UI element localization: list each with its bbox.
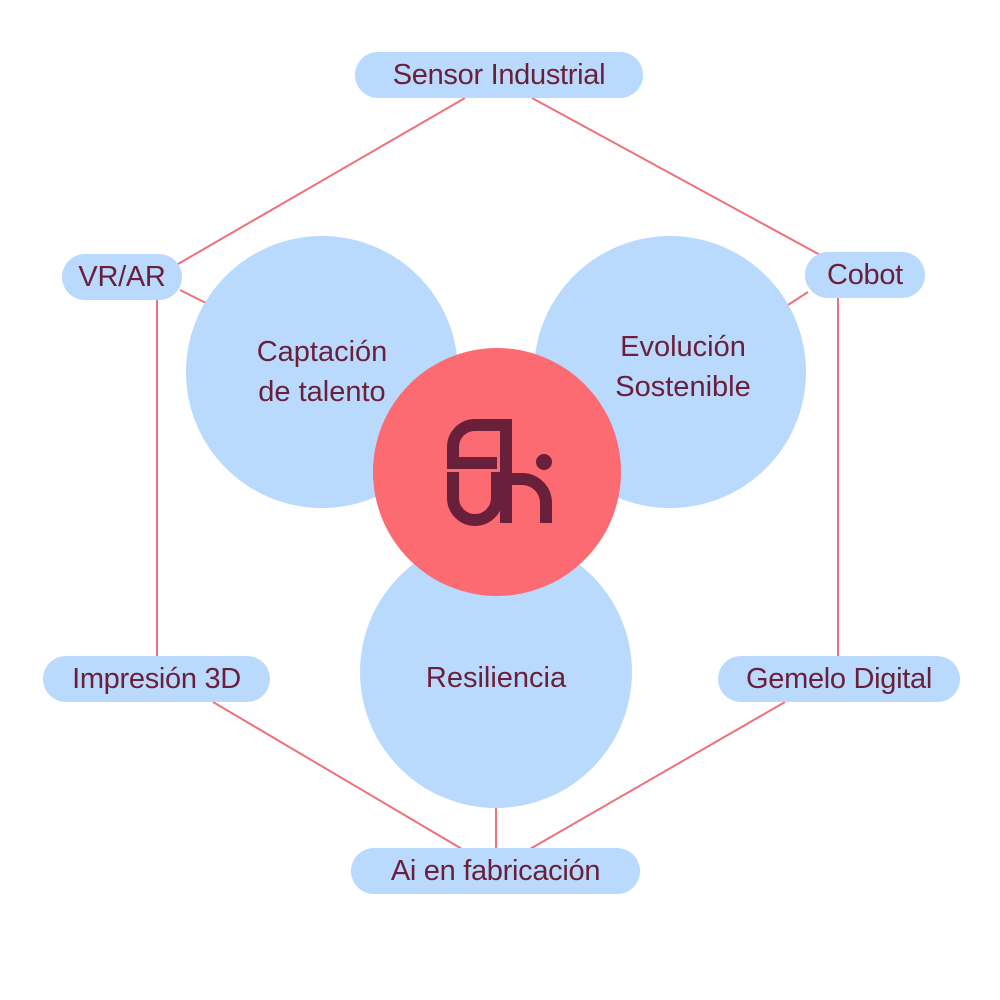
gh-logo-icon (447, 419, 552, 526)
line-sensor-vrar (177, 97, 466, 265)
tech-label: Ai en fabricación (390, 854, 601, 887)
pillar-label: Resiliencia (425, 662, 567, 694)
tech-ai-fabricacion: Ai en fabricación (351, 848, 640, 894)
tech-vr-ar: VR/AR (62, 254, 182, 300)
center-hub (373, 348, 621, 596)
line-vrar-captacion (179, 289, 207, 304)
line-gemelo-ai (529, 701, 786, 850)
tech-label: VR/AR (78, 260, 166, 293)
tech-gemelo-digital: Gemelo Digital (718, 656, 960, 702)
pillar-label: Sostenible (615, 371, 751, 403)
line-impresion-ai (212, 701, 463, 850)
tech-label: Sensor Industrial (392, 58, 606, 91)
pillar-label: Captación (256, 336, 388, 368)
tech-cobot: Cobot (805, 252, 925, 298)
line-sensor-cobot (531, 97, 823, 257)
pillar-label: Evolución (620, 331, 746, 363)
tech-label: Impresión 3D (72, 662, 241, 695)
pillar-label: de talento (258, 376, 386, 408)
tech-sensor-industrial: Sensor Industrial (355, 52, 643, 98)
tech-label: Cobot (827, 258, 903, 291)
line-cobot-evolucion (787, 291, 809, 306)
tech-impresion-3d: Impresión 3D (43, 656, 270, 702)
tech-label: Gemelo Digital (746, 662, 932, 695)
